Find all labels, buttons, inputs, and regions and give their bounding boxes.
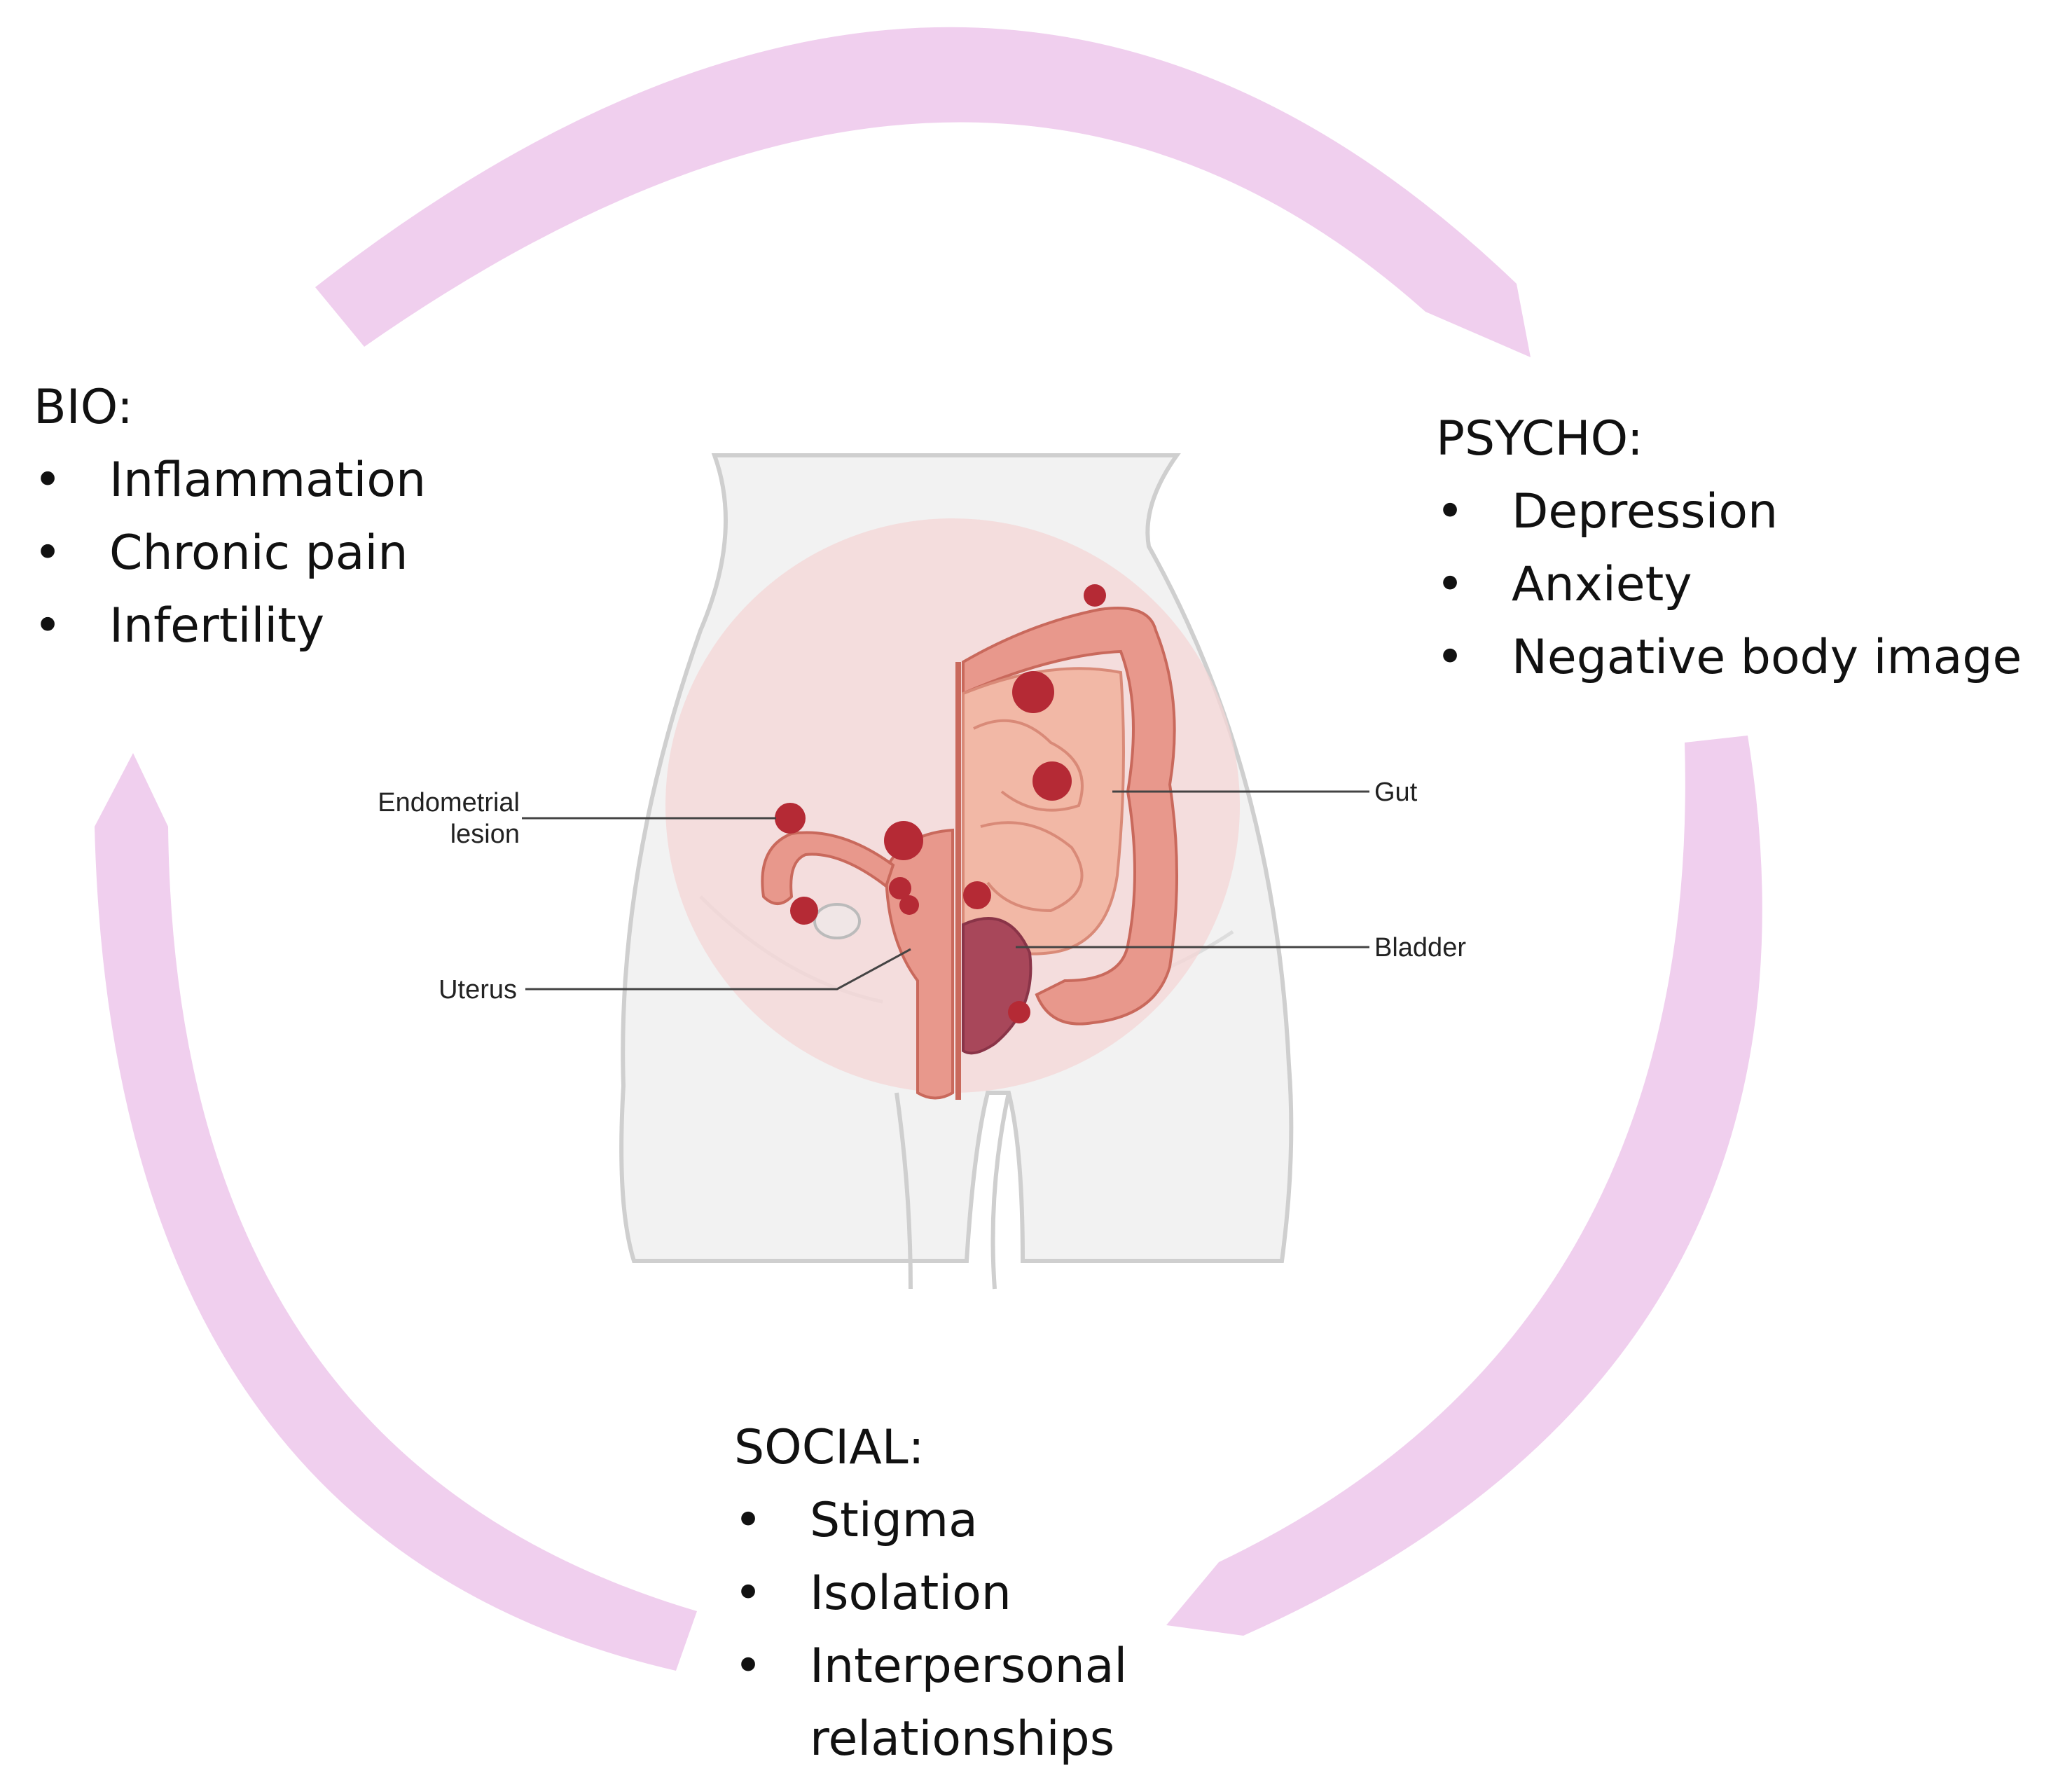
intestine-folds [973,719,1084,913]
lesion [884,821,923,860]
bullet: • [734,1638,763,1694]
lesion [1008,1001,1030,1023]
arrow-right [1166,736,1762,1636]
list-item: • Depression [1436,476,2022,548]
bio-section: BIO: • Inflammation • Chronic pain • Infert… [34,371,426,663]
list-item: • Infertility [34,590,426,663]
endometrial-lesion-label-line1: Endometrial [378,788,520,817]
pelvic-highlight [665,518,1240,1093]
list-item-text: Infertility [109,598,325,654]
list-item-text: Anxiety [1512,557,1692,612]
lesion [889,877,911,899]
list-item-text: Isolation [810,1566,1011,1621]
callout-lines [522,790,1369,991]
list-item: • Anxiety [1436,548,2022,621]
psycho-section: PSYCHO: • Depression • Anxiety • Negative b… [1436,403,2022,694]
bullet: • [734,1493,763,1548]
body-illustration: Endometrial lesion Uterus Gut Bladder [378,453,1466,1290]
list-item: • Negative body image [1436,621,2022,694]
bullet: • [34,453,62,508]
gut-label: Gut [1374,778,1418,807]
right-leg-line [990,1092,1011,1290]
list-item-text: Stigma [810,1493,978,1548]
list-item: • Inflammation [34,444,426,517]
list-item-text: Chronic pain [109,525,408,581]
bullet: • [1436,557,1465,612]
ovary [813,903,861,939]
list-item-text: Interpersonal relationships [810,1638,1128,1767]
bullet: • [34,525,62,581]
bullet: • [34,598,62,654]
bio-heading: BIO: [34,380,133,435]
lesion [775,803,806,834]
fallopian-tube [761,831,895,905]
lesion [963,881,991,909]
endometrial-lesions [775,584,1106,1023]
uterus-label: Uterus [438,975,517,1005]
list-item-text: Depression [1512,484,1779,539]
left-leg-line [895,1092,913,1290]
arrow-left [95,753,697,1671]
lesion [1084,584,1106,607]
social-heading: SOCIAL: [734,1420,925,1475]
psycho-heading: PSYCHO: [1436,411,1643,467]
list-item: • Interpersonal relationships [734,1630,1202,1776]
list-item: • Stigma [734,1484,1202,1557]
list-item-text: Negative body image [1512,630,2022,685]
list-item-text: Inflammation [109,453,427,508]
list-item: • Chronic pain [34,517,426,590]
psycho-list: • Depression • Anxiety • Negative body imag… [1436,476,2022,694]
cycle-arrows [95,27,1762,1671]
bullet: • [734,1566,763,1621]
lesion [899,895,919,915]
social-section: SOCIAL: • Stigma • Isolation • Interpersona… [734,1412,1202,1776]
uterus-callout-line [525,948,911,991]
gut-organ [962,607,1178,1026]
bladder-label: Bladder [1374,933,1466,963]
list-item: • Isolation [734,1557,1202,1630]
bullet: • [1436,630,1465,685]
social-list: • Stigma • Isolation • Interpersonal relati… [734,1484,1202,1776]
lesion [1032,761,1072,801]
arrow-top [315,27,1531,357]
bio-list: • Inflammation • Chronic pain • Infertility [34,444,426,663]
lesion [790,897,818,925]
endometrial-lesion-label-line2: lesion [450,820,520,849]
large-intestine [962,607,1178,1026]
lesion [1012,671,1054,713]
bullet: • [1436,484,1465,539]
